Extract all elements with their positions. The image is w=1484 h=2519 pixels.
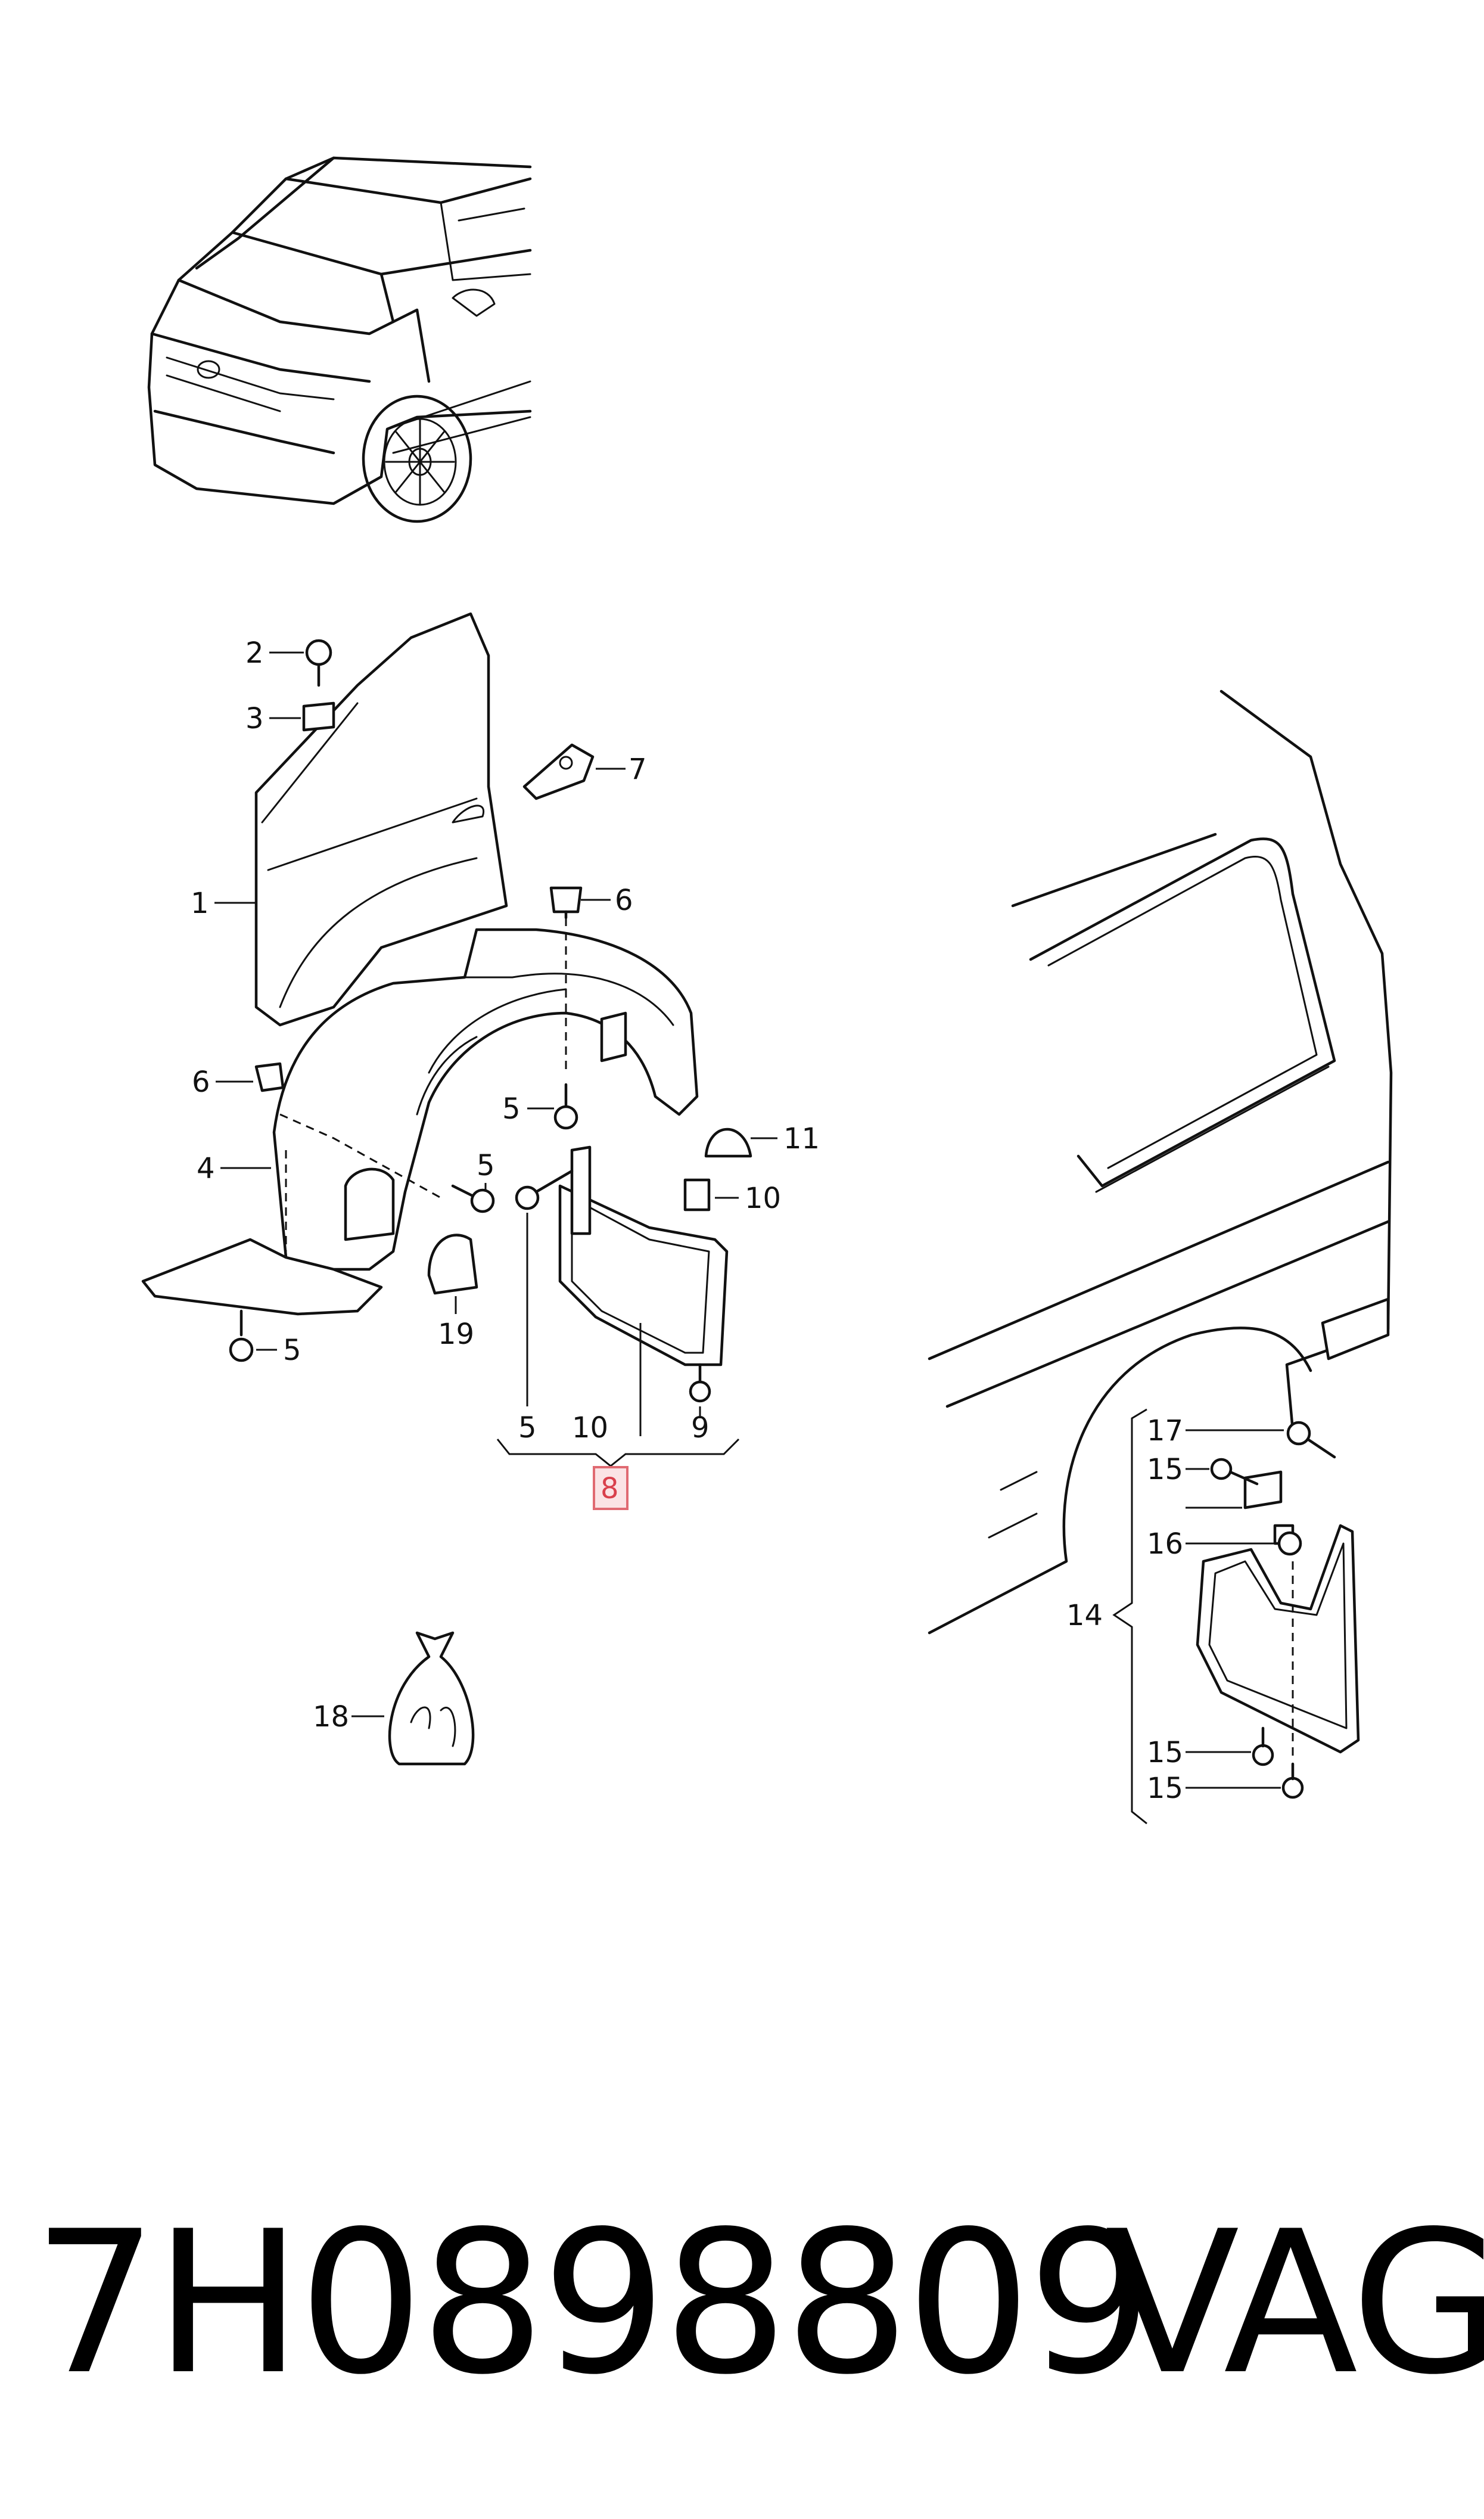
callout-9: 9: [691, 1411, 710, 1445]
callout-15-b: 15: [1147, 1736, 1183, 1769]
callout-5-lower: 5: [283, 1334, 301, 1367]
front-fender: [254, 612, 508, 1027]
callout-7: 7: [629, 753, 647, 786]
wheel-housing-liner: [272, 928, 699, 1271]
callout-17: 17: [1147, 1414, 1183, 1448]
screw-5-lower: [229, 1309, 254, 1362]
callout-15-a: 15: [1147, 1453, 1183, 1486]
nut-10-upper: [683, 1178, 711, 1212]
callout-10-upper: 10: [745, 1182, 781, 1215]
bracket-7: [522, 743, 595, 800]
callout-18: 18: [313, 1700, 349, 1734]
front-mudflap: [558, 1145, 729, 1366]
callout-10-lower: 10: [572, 1411, 608, 1445]
callout-8: 8: [601, 1472, 619, 1505]
screw-5-upper: [553, 1083, 578, 1130]
callout-5-upper: 5: [502, 1092, 521, 1126]
callout-4: 4: [197, 1152, 215, 1185]
callout-2: 2: [245, 636, 264, 670]
screw-2: [305, 639, 332, 687]
expanding-rivet-6-upper: [549, 886, 583, 920]
callout-19: 19: [438, 1318, 474, 1351]
callout-5-middle: 5: [477, 1149, 495, 1182]
callout-8-highlight[interactable]: 8: [593, 1466, 629, 1510]
callout-5-mudflap: 5: [518, 1411, 537, 1445]
callout-labels: 2 3 1 7 6 6 5 4 5 11 10 19 5 5 10 9 18 1…: [191, 636, 1183, 1805]
callout-3: 3: [245, 702, 264, 735]
rear-body-side-illustration: [928, 689, 1393, 1635]
cap-11: [704, 1128, 752, 1158]
callout-6-left: 6: [192, 1066, 210, 1099]
seal-19: [427, 1234, 478, 1295]
vehicle-overview-illustration: [147, 156, 532, 523]
callout-16: 16: [1147, 1527, 1183, 1561]
brand-label: VAG: [1105, 2189, 1484, 2418]
expanding-rivet-6-left: [254, 1062, 285, 1092]
screw-5-mudflap: [515, 1169, 574, 1210]
bag-18: [351, 1631, 475, 1766]
callout-14: 14: [1066, 1599, 1103, 1632]
screw-9: [689, 1363, 711, 1403]
part-number: 7H0898809: [33, 2189, 1153, 2418]
rear-mudflap: [1196, 1470, 1360, 1754]
front-undertray: [141, 1238, 383, 1316]
rear-fasteners: [1210, 1421, 1336, 1799]
callout-11: 11: [783, 1122, 820, 1156]
hidden-edge-lines: [279, 1113, 441, 1251]
clip-nut-3: [302, 701, 335, 732]
callout-6-upper: 6: [615, 884, 633, 917]
callout-1: 1: [191, 887, 209, 920]
leader-lines-rear: [1112, 1408, 1284, 1825]
screw-5-middle: [451, 1184, 495, 1213]
callout-15-c: 15: [1147, 1772, 1183, 1805]
